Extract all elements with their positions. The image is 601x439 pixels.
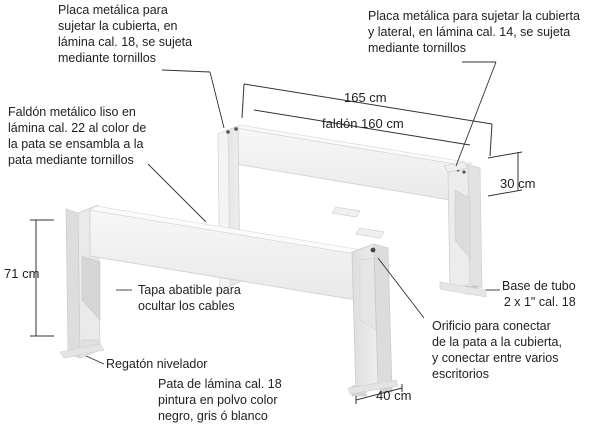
label-orificio: Orificio para conectar de la pata a la c…: [432, 319, 562, 381]
back-right-leg: [447, 163, 483, 295]
callout-leaders: [85, 61, 500, 365]
dim-depth: 40 cm: [376, 388, 412, 403]
dim-height: 71 cm: [4, 266, 40, 281]
dim-length: 165 cm: [344, 90, 387, 105]
dimension-lines: [30, 83, 523, 404]
top-connector-plates: [331, 161, 469, 239]
dim-faldon: faldón 160 cm: [322, 116, 404, 131]
label-placa-cubierta: Placa metálica para sujetar la cubierta,…: [58, 3, 193, 65]
label-tapa-abatible: Tapa abatible para ocultar los cables: [138, 283, 241, 313]
base-tube-rear: [439, 281, 487, 298]
back-skirt-panel: [235, 124, 473, 204]
label-base-tubo: Base de tubo 2 x 1" cal. 18: [502, 279, 576, 309]
base-tube-front: [59, 343, 399, 395]
front-right-leg: [351, 243, 393, 397]
dim-skirt-height: 30 cm: [500, 176, 536, 191]
label-pata-lamina: Pata de lámina cal. 18 pintura en polvo …: [158, 377, 282, 423]
label-placa-lateral: Placa metálica para sujetar la cubierta …: [368, 9, 580, 55]
label-regaton: Regatón nivelador: [106, 357, 208, 371]
label-faldon-metalico: Faldón metálico liso en lámina cal. 22 a…: [8, 105, 147, 167]
